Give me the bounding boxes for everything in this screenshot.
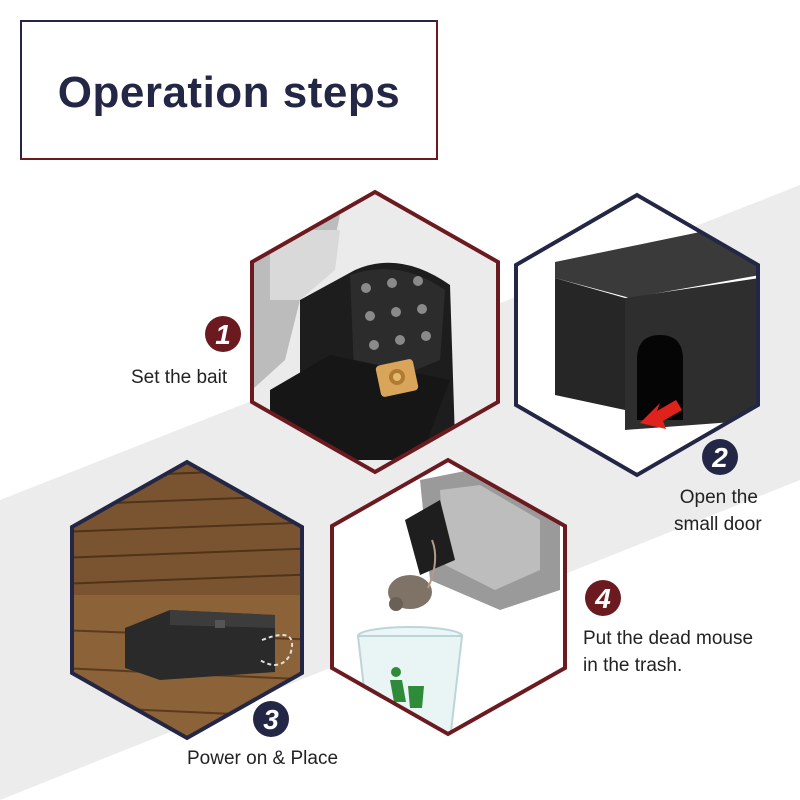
svg-text:3: 3 xyxy=(263,704,279,735)
step3-caption: Power on & Place xyxy=(187,748,339,769)
svg-text:2: 2 xyxy=(711,442,728,473)
step4-hexagon xyxy=(330,457,567,737)
step2-caption-line2: small door xyxy=(674,514,762,535)
step2-badge: 2 xyxy=(702,439,738,475)
step2-hexagon xyxy=(514,192,760,478)
step1-caption: Set the bait xyxy=(131,367,228,388)
step1-hexagon xyxy=(250,189,500,475)
trash-icon xyxy=(390,667,424,708)
svg-text:1: 1 xyxy=(215,319,231,350)
svg-text:4: 4 xyxy=(594,583,611,614)
step3-hexagon xyxy=(70,459,304,741)
arrow-icon xyxy=(640,400,682,429)
step1-badge: 1 xyxy=(205,316,241,352)
step4-caption-line1: Put the dead mouse xyxy=(583,628,754,649)
step4-badge: 4 xyxy=(585,580,621,616)
step4-caption: Put the dead mouse in the trash. xyxy=(583,625,753,679)
step4-caption-line2: in the trash. xyxy=(583,655,683,676)
step2-caption: Open the small door xyxy=(674,484,762,538)
page-title: Operation steps xyxy=(57,68,401,117)
title-frame: Operation steps xyxy=(20,20,438,160)
step3-badge: 3 xyxy=(253,701,289,737)
step2-caption-line1: Open the xyxy=(679,487,758,508)
